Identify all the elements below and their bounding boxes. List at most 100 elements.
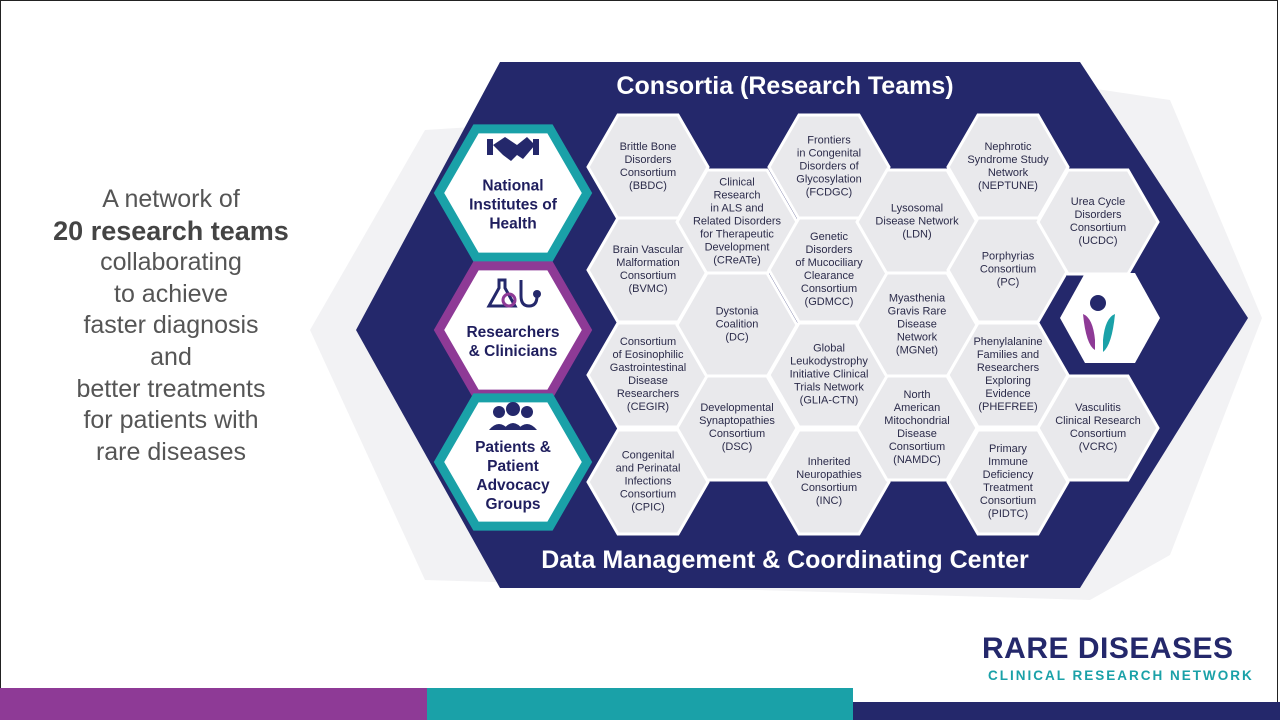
consortium-hexagon [675, 374, 799, 482]
consortium-label-line: (BBDC) [629, 180, 667, 192]
consortium-label-line: Primary [989, 443, 1027, 455]
dmcc-title: Data Management & Coordinating Center [541, 546, 1029, 574]
consortium-label-line: Exploring [985, 375, 1031, 387]
consortium-label-line: (UCDC) [1078, 235, 1118, 247]
consortium-label-line: Clinical [719, 176, 755, 189]
consortium-label-line: (CReATe) [713, 254, 761, 267]
consortium-label-line: Disease [897, 318, 937, 331]
consortium-hexagon [946, 428, 1070, 536]
consortium-label-line: Consortium [708, 428, 766, 440]
consortium-label-line: (PHEFREE) [978, 401, 1038, 413]
consortium-label-line: Researchers [616, 388, 680, 400]
tagline-line: better treatments [76, 374, 266, 403]
consortium-label-line: Network [987, 167, 1029, 179]
footer-bar-navy [853, 702, 1280, 720]
consortium-label-line: (GLIA-CTN) [799, 394, 859, 407]
consortium-label-line: Clearance [803, 270, 855, 282]
consortium-label-line: Consortium [1069, 428, 1127, 440]
consortium-label-line: Consortium [979, 495, 1037, 507]
consortium-label-line: (GDMCC) [804, 296, 854, 308]
consortium-label-line: Frontiers [807, 134, 851, 147]
consortium-label-line: Families and [976, 349, 1040, 361]
consortium-label-line: Leukodystrophy [790, 355, 868, 368]
consortium-label-line: Trials Network [794, 381, 864, 394]
consortium-label-line: Myasthenia [888, 292, 946, 305]
consortium-label-line: of Eosinophilic [612, 349, 684, 361]
consortium-label-line: Consortium [619, 336, 677, 348]
footer-bar-teal [427, 688, 853, 720]
logo-wordmark: RARE DISEASES [982, 632, 1234, 665]
consortium-label-line: Brittle Bone [619, 141, 677, 153]
consortium-label-line: Consortium [800, 482, 858, 494]
tagline-line: for patients with [83, 406, 259, 435]
consortium-hexagon [1036, 374, 1160, 482]
consortium-label-line: Dystonia [715, 305, 759, 318]
people-group-icon [489, 402, 537, 430]
pillar-label-line: Groups [485, 496, 541, 513]
consortium-label-line: Nephrotic [984, 141, 1032, 153]
tagline: A network of 20 research teams collabora… [30, 184, 312, 468]
consortium-label-line: Disease [897, 428, 937, 440]
consortium-label-line: Phenylalanine [973, 336, 1043, 348]
consortium-label-line: in ALS and [710, 202, 764, 215]
pillar-label-line: Patient [487, 458, 539, 475]
consortium-label-line: American [893, 402, 941, 414]
consortium-label-line: (DC) [725, 331, 749, 344]
consortium-label-line: Consortium [800, 283, 858, 295]
consortium-label-line: Malformation [616, 257, 680, 269]
consortium-hexagon [1036, 168, 1160, 276]
tagline-line: faster diagnosis [83, 311, 259, 340]
consortium-label-line: (NAMDC) [893, 454, 941, 466]
consortium-label-line: Consortium [888, 441, 946, 453]
consortium-label-line: Consortium [979, 263, 1037, 276]
consortium-label-line: Lysosomal [890, 202, 944, 215]
consortium-label-line: (INC) [815, 495, 843, 507]
consortium-label-line: Genetic [810, 231, 848, 243]
consortium-label-line: (PIDTC) [987, 508, 1029, 520]
consortium-label-line: Clinical Research [1055, 415, 1141, 427]
consortium-label-line: in Congenital [796, 147, 862, 160]
consortium-label-line: Deficiency [982, 469, 1034, 481]
consortium-label-line: Network [896, 331, 938, 344]
consortium-label-line: Mitochondrial [884, 415, 950, 427]
consortium-label-line: Developmental [700, 402, 774, 414]
consortium-label-line: (CEGIR) [626, 401, 670, 413]
consortium-label-line: (NEPTUNE) [978, 180, 1038, 192]
consortium-label-line: and Perinatal [615, 462, 681, 475]
consortium-label-line: Evidence [985, 388, 1031, 400]
consortium-label-line: Researchers [976, 362, 1040, 374]
network-logo-figure-icon [1083, 295, 1115, 352]
consortium-label-line: Urea Cycle [1070, 196, 1126, 208]
consortium-label-line: Congenital [621, 449, 675, 462]
consortium-label-line: Neuropathies [796, 469, 862, 481]
consortium-label-line: Initiative Clinical [789, 368, 869, 381]
consortium-label-line: Research [713, 189, 761, 202]
pillar-label-line: National [482, 177, 544, 195]
pillar-label-line: Researchers [466, 324, 560, 341]
tagline-line: and [150, 342, 192, 371]
consortium-label-line: (CPIC) [631, 501, 665, 514]
footer-bar-purple [0, 688, 427, 720]
tagline-highlight: 20 research teams [53, 215, 289, 246]
consortium-label-line: Treatment [983, 482, 1033, 494]
consortium-hexagon [586, 428, 710, 536]
consortium-label-line: Gravis Rare [887, 305, 947, 318]
tagline-line: collaborating [100, 248, 242, 277]
pillar-hexagon [433, 124, 593, 262]
handshake-icon [487, 137, 539, 161]
consortium-label-line: Consortium [619, 488, 677, 501]
consortium-label-line: (BVMC) [628, 283, 668, 295]
consortium-label-line: Infections [624, 475, 672, 488]
consortium-label-line: for Therapeutic [700, 228, 774, 241]
consortium-label-line: Gastrointestinal [609, 362, 687, 374]
